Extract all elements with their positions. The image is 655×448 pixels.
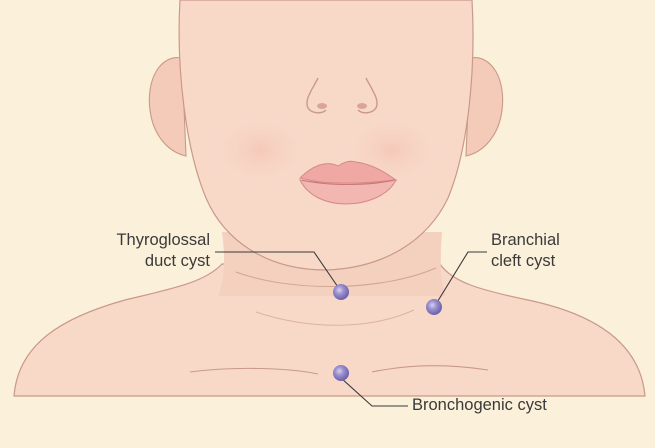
branchial-label-line1: Branchial: [491, 230, 631, 251]
branchial-label-line2: cleft cyst: [491, 251, 631, 272]
nostril-right: [357, 103, 367, 109]
bronchogenic-label: Bronchogenic cyst: [412, 395, 612, 416]
branchial-label: Branchial cleft cyst: [491, 230, 631, 272]
thyroglossal-cyst-icon: [333, 284, 349, 300]
thyroglossal-label-line1: Thyroglossal: [60, 230, 210, 251]
thyroglossal-label-line2: duct cyst: [60, 251, 210, 272]
thyroglossal-label: Thyroglossal duct cyst: [60, 230, 210, 272]
bronchogenic-label-line1: Bronchogenic cyst: [412, 395, 612, 416]
bronchogenic-cyst-icon: [333, 365, 349, 381]
cheek-left: [205, 110, 315, 190]
nostril-left: [317, 103, 327, 109]
branchial-cyst-icon: [426, 299, 442, 315]
